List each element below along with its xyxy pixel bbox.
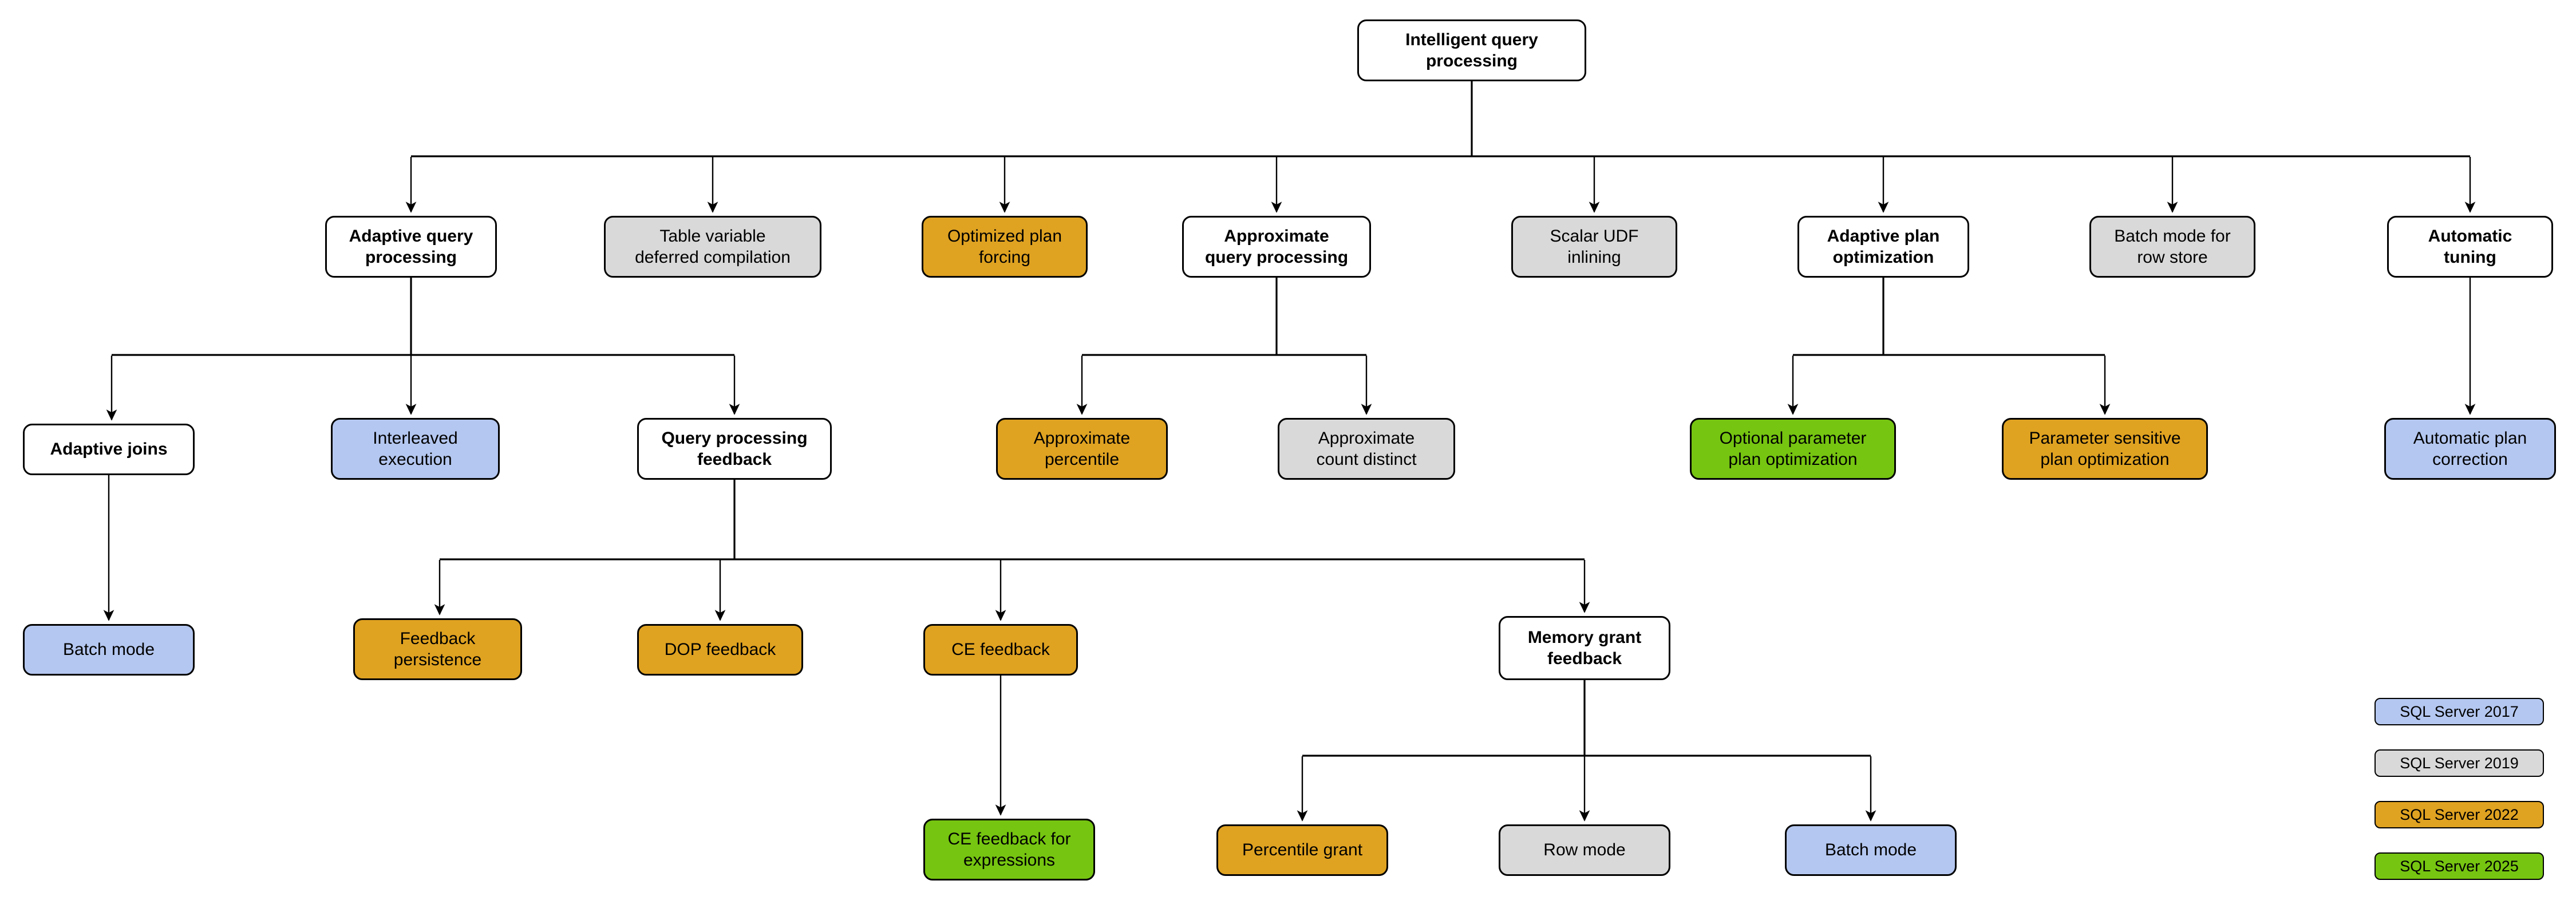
legend-item-sql-server-2022: SQL Server 2022 — [2374, 801, 2544, 828]
legend-item-sql-server-2019: SQL Server 2019 — [2374, 749, 2544, 777]
node-row-mode[interactable]: Row mode — [1499, 824, 1670, 876]
node-table-variable-deferred-compilation[interactable]: Table variable deferred compilation — [604, 216, 821, 278]
node-batch-mode-adaptive-joins[interactable]: Batch mode — [23, 624, 195, 676]
node-query-processing-feedback[interactable]: Query processing feedback — [637, 418, 832, 480]
node-approximate-query-processing[interactable]: Approximate query processing — [1182, 216, 1371, 278]
legend-item-sql-server-2025: SQL Server 2025 — [2374, 852, 2544, 880]
node-automatic-plan-correction[interactable]: Automatic plan correction — [2384, 418, 2556, 480]
node-adaptive-query-processing[interactable]: Adaptive query processing — [325, 216, 497, 278]
node-parameter-sensitive-plan-optimization[interactable]: Parameter sensitive plan optimization — [2002, 418, 2208, 480]
node-ce-feedback-for-expressions[interactable]: CE feedback for expressions — [923, 819, 1095, 881]
node-scalar-udf-inlining[interactable]: Scalar UDF inlining — [1511, 216, 1677, 278]
node-dop-feedback[interactable]: DOP feedback — [637, 624, 803, 676]
legend-item-sql-server-2017: SQL Server 2017 — [2374, 698, 2544, 725]
node-approximate-percentile[interactable]: Approximate percentile — [996, 418, 1168, 480]
node-ce-feedback[interactable]: CE feedback — [923, 624, 1078, 676]
node-memory-grant-feedback[interactable]: Memory grant feedback — [1499, 616, 1670, 680]
node-adaptive-plan-optimization[interactable]: Adaptive plan optimization — [1797, 216, 1969, 278]
node-automatic-tuning[interactable]: Automatic tuning — [2387, 216, 2553, 278]
node-batch-mode-memory-grant[interactable]: Batch mode — [1785, 824, 1957, 876]
node-intelligent-query-processing[interactable]: Intelligent query processing — [1357, 19, 1586, 81]
node-approximate-count-distinct[interactable]: Approximate count distinct — [1278, 418, 1455, 480]
node-batch-mode-for-row-store[interactable]: Batch mode for row store — [2089, 216, 2255, 278]
node-optional-parameter-plan-optimization[interactable]: Optional parameter plan optimization — [1690, 418, 1896, 480]
node-percentile-grant[interactable]: Percentile grant — [1216, 824, 1388, 876]
node-optimized-plan-forcing[interactable]: Optimized plan forcing — [922, 216, 1088, 278]
node-interleaved-execution[interactable]: Interleaved execution — [331, 418, 500, 480]
node-feedback-persistence[interactable]: Feedback persistence — [353, 618, 522, 680]
node-adaptive-joins[interactable]: Adaptive joins — [23, 424, 195, 475]
